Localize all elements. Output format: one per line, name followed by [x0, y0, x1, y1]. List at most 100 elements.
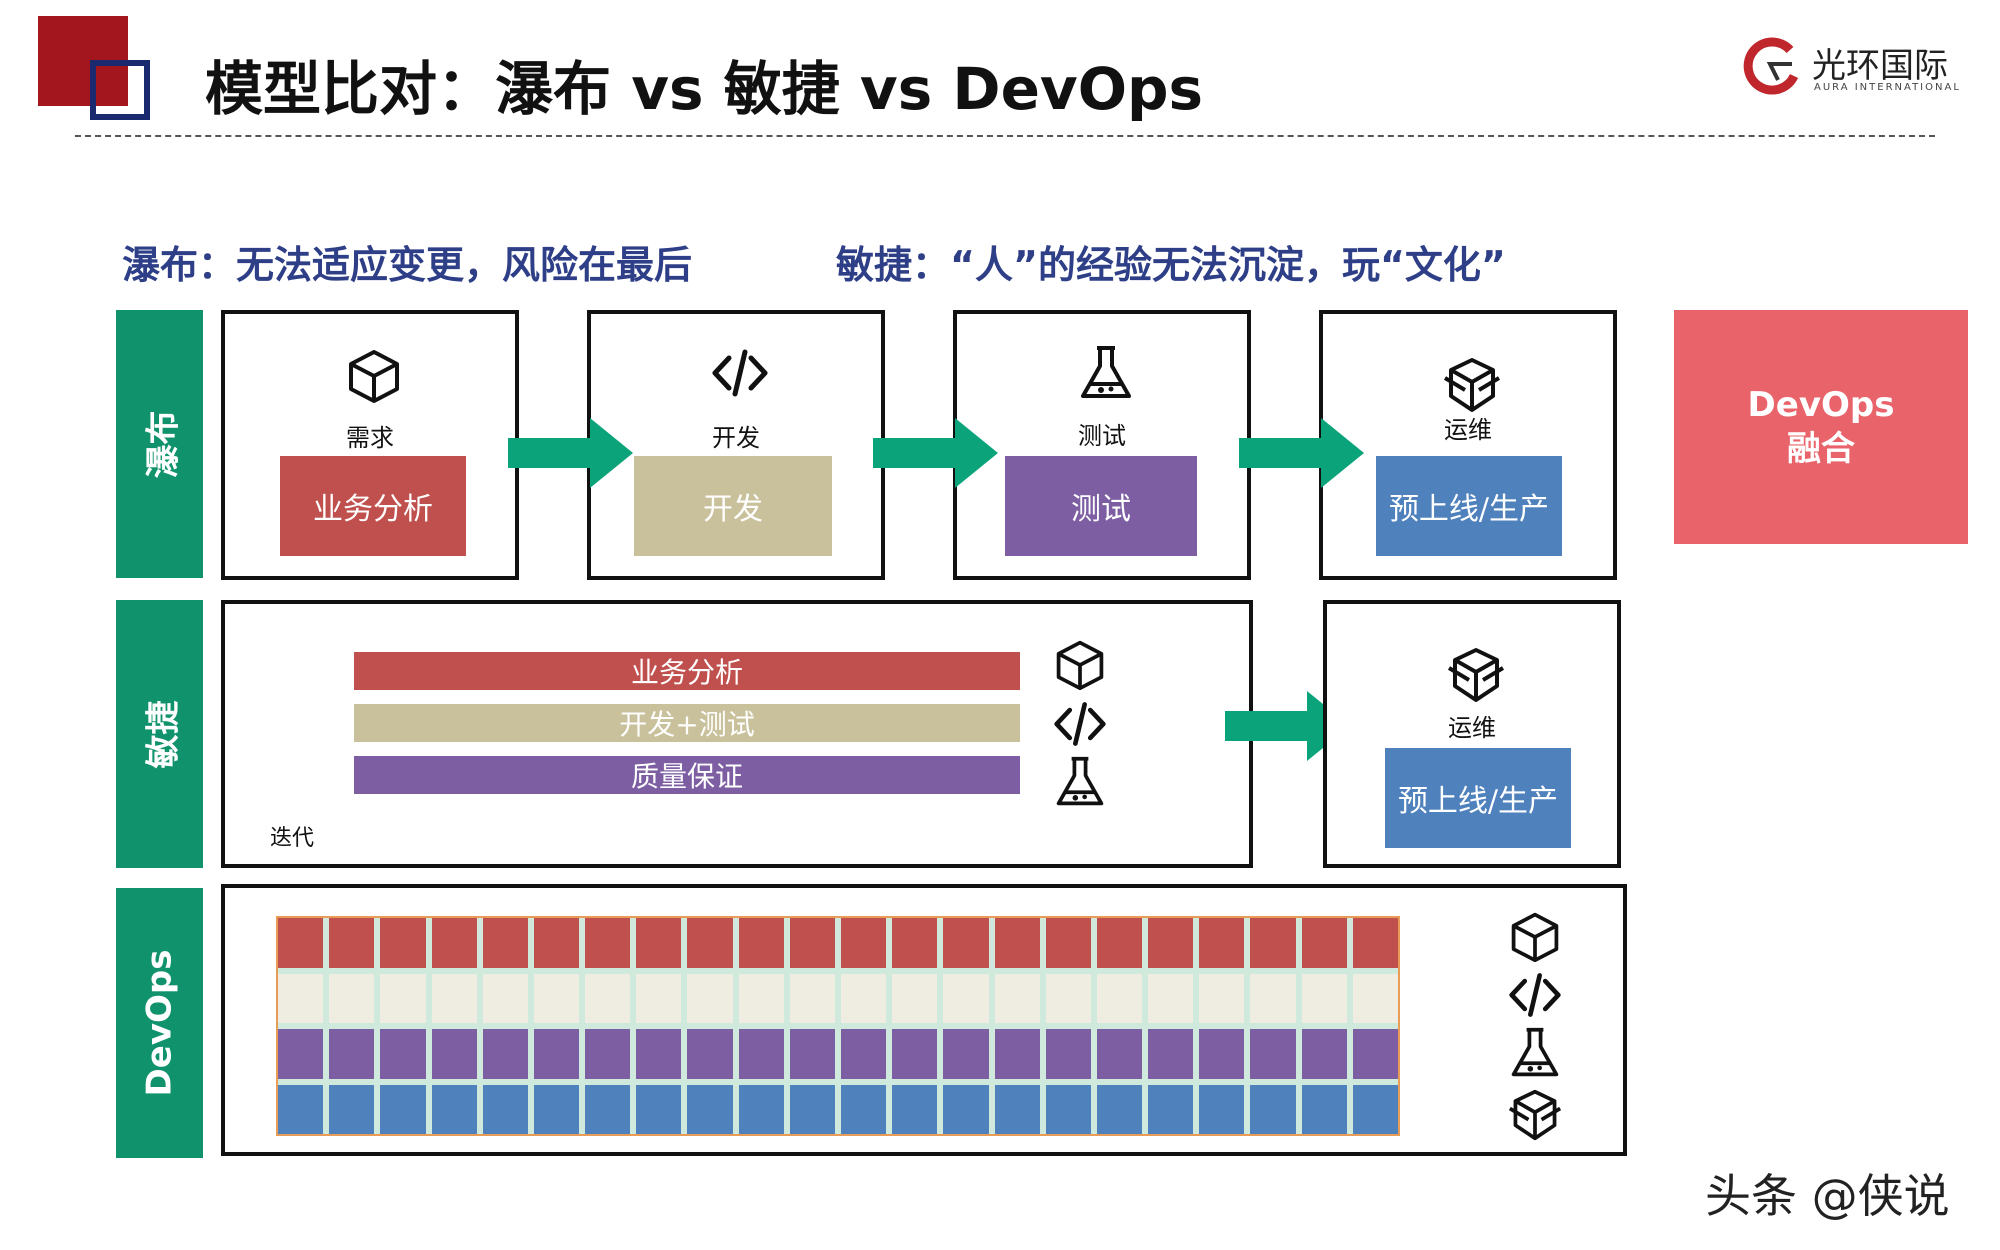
devops-cell: [687, 1029, 733, 1079]
devops-cell: [1148, 1084, 1194, 1134]
devops-cell: [789, 1084, 835, 1134]
devops-cell: [1250, 1029, 1296, 1079]
badge-line2: 融合: [1787, 429, 1855, 469]
badge-line1: DevOps: [1747, 384, 1895, 425]
devops-cell: [892, 973, 938, 1023]
devops-cell: [278, 918, 324, 968]
flow-arrow: [873, 418, 998, 488]
devops-cell: [994, 1084, 1040, 1134]
ops-chip: 预上线/生产: [1385, 748, 1571, 848]
devops-cell: [738, 973, 784, 1023]
page-title: 模型比对：瀑布 vs 敏捷 vs DevOps: [205, 55, 1204, 123]
devops-cell-grid: [276, 916, 1400, 1136]
devops-cell: [585, 973, 631, 1023]
devops-cell: [533, 918, 580, 968]
iterate-label: 迭代: [270, 826, 315, 851]
agile-bar: 开发+测试: [354, 704, 1020, 742]
devops-cell: [789, 973, 835, 1023]
devops-cell: [687, 1084, 733, 1134]
package-icon: [1447, 648, 1505, 702]
devops-cell: [1045, 1029, 1091, 1079]
devops-cell: [841, 1084, 887, 1134]
devops-cell: [738, 1084, 784, 1134]
devops-cell: [585, 918, 631, 968]
devops-cell: [431, 918, 477, 968]
devops-cell: [380, 1029, 426, 1079]
devops-cell: [943, 973, 989, 1023]
devops-cell: [1096, 1029, 1143, 1079]
stage-label: 需求: [346, 424, 394, 452]
logo-name: 光环国际: [1812, 46, 1948, 86]
devops-cell: [636, 973, 682, 1023]
devops-cell: [1301, 918, 1347, 968]
flow-arrow: [1225, 691, 1350, 761]
devops-cell: [1352, 1029, 1398, 1079]
devops-cell: [687, 973, 733, 1023]
flow-arrow: [1239, 418, 1364, 488]
devops-cell: [482, 973, 528, 1023]
devops-cell: [1199, 1029, 1245, 1079]
row-label-devops: DevOps: [116, 888, 203, 1158]
flask-icon: [1511, 1027, 1559, 1077]
devops-cell: [943, 918, 989, 968]
stage-label: 开发: [712, 424, 760, 452]
ops-label: 运维: [1448, 714, 1496, 742]
devops-cell: [431, 1029, 477, 1079]
cube-icon: [1511, 912, 1559, 963]
code-icon: [712, 349, 768, 397]
agile-operations-frame: 运维 预上线/生产: [1323, 600, 1621, 868]
code-icon: [1509, 973, 1561, 1017]
devops-cell: [1250, 1084, 1296, 1134]
devops-cell: [1250, 973, 1296, 1023]
stage-chip: 预上线/生产: [1376, 456, 1562, 556]
devops-cell: [482, 918, 528, 968]
devops-cell: [892, 1029, 938, 1079]
devops-cell: [841, 973, 887, 1023]
devops-cell: [1199, 1084, 1245, 1134]
devops-cell: [994, 1029, 1040, 1079]
agile-bar: 业务分析: [354, 652, 1020, 690]
devops-cell: [636, 1029, 682, 1079]
watermark: 头条 @侠说: [1705, 1169, 1950, 1223]
devops-cell: [636, 918, 682, 968]
package-icon: [1443, 358, 1501, 412]
devops-cell: [1352, 973, 1398, 1023]
devops-cell: [1250, 918, 1296, 968]
devops-cell: [994, 973, 1040, 1023]
devops-cell: [789, 918, 835, 968]
devops-cell: [1148, 918, 1194, 968]
devops-cell: [278, 1084, 324, 1134]
devops-cell: [431, 1084, 477, 1134]
stage-operations: 运维 预上线/生产: [1319, 310, 1617, 580]
devops-cell: [1352, 918, 1398, 968]
devops-cell: [431, 973, 477, 1023]
agile-subtitle: 敏捷：“人”的经验无法沉淀，玩“文化”: [836, 243, 1506, 287]
devops-cell: [789, 1029, 835, 1079]
devops-cell: [1352, 1084, 1398, 1134]
devops-cell: [533, 973, 580, 1023]
devops-cell: [329, 1084, 375, 1134]
company-logo: 光环国际 AURA INTERNATIONAL: [1740, 36, 1970, 100]
devops-cell: [1045, 918, 1091, 968]
devops-cell: [482, 1029, 528, 1079]
logo-square-outline: [90, 60, 150, 120]
devops-cell: [636, 1084, 682, 1134]
row-label-waterfall: 瀑布: [116, 310, 203, 578]
stage-chip: 测试: [1005, 456, 1197, 556]
devops-cell: [943, 1029, 989, 1079]
flask-icon: [1056, 756, 1104, 806]
flask-icon: [1081, 346, 1131, 398]
devops-cell: [1301, 973, 1347, 1023]
devops-cell: [1096, 918, 1143, 968]
devops-fusion-badge: DevOps 融合: [1674, 310, 1968, 544]
devops-cell: [329, 918, 375, 968]
devops-cell: [482, 1084, 528, 1134]
devops-cell: [1148, 973, 1194, 1023]
devops-cell: [994, 918, 1040, 968]
devops-cell: [533, 1029, 580, 1079]
devops-cell: [1096, 1084, 1143, 1134]
logo-ring-icon: [1743, 37, 1799, 95]
devops-cell: [278, 1029, 324, 1079]
devops-cell: [1148, 1029, 1194, 1079]
devops-cell: [380, 973, 426, 1023]
